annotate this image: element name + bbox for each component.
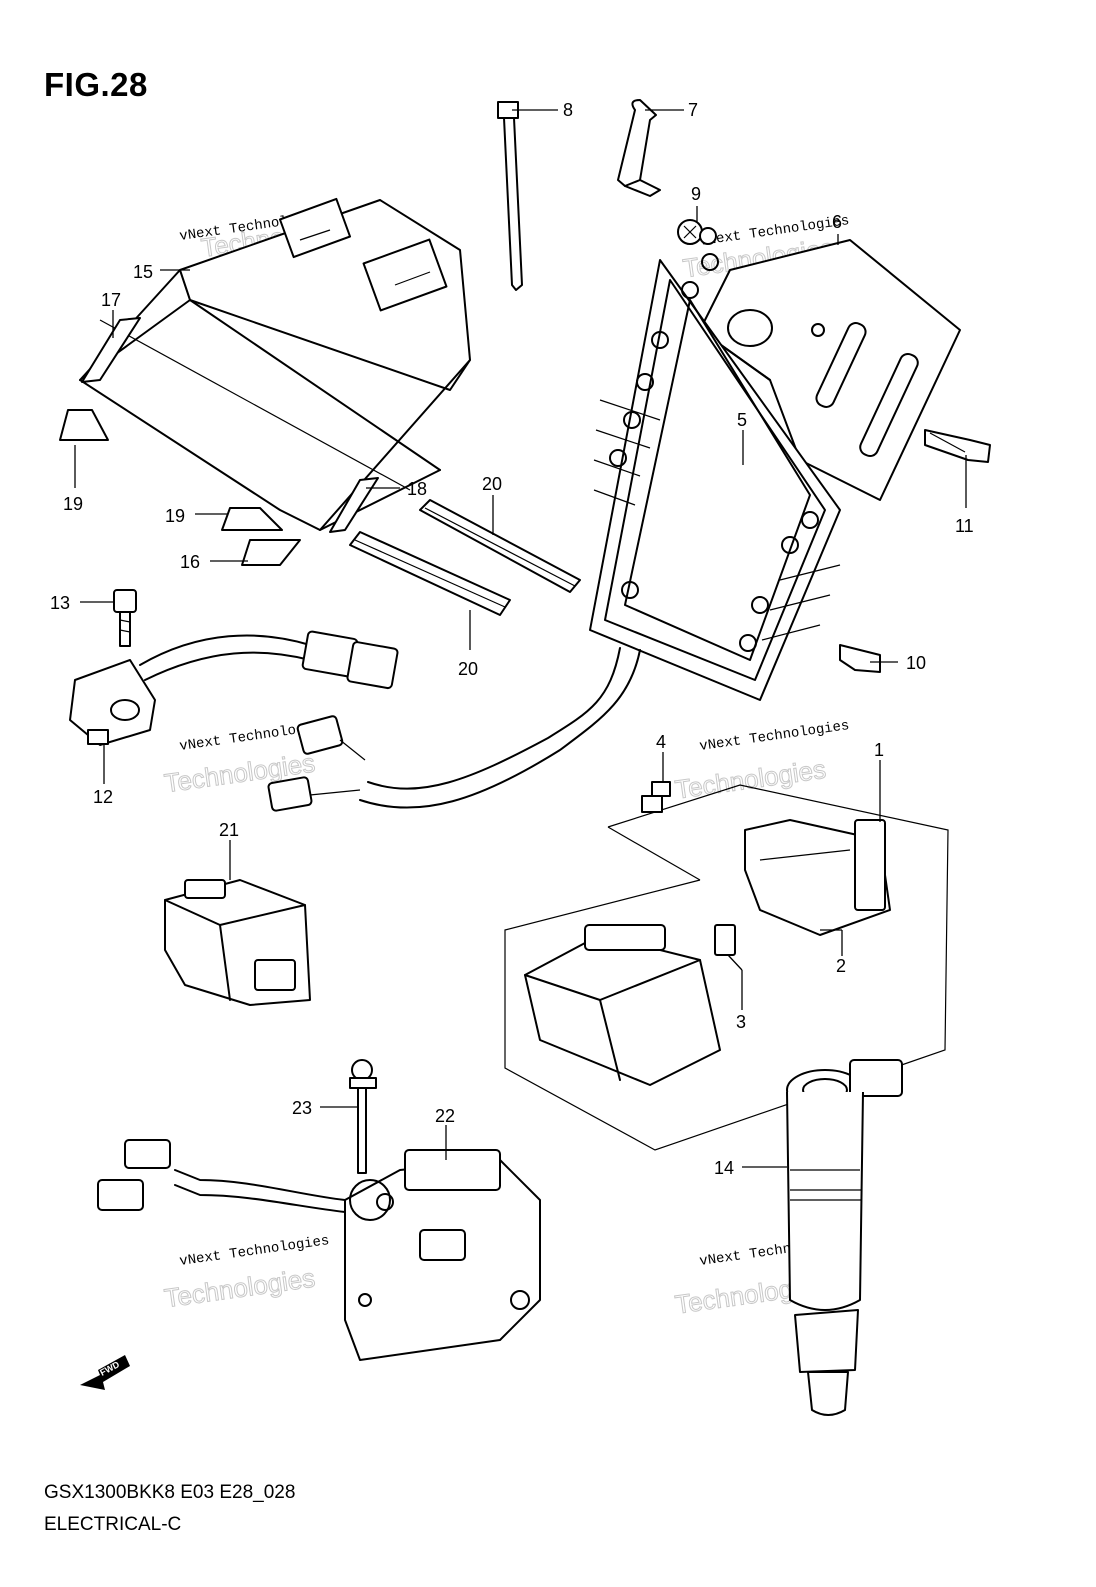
callout-5: 5 xyxy=(737,410,747,430)
callout-1: 1 xyxy=(874,740,884,760)
part-11-bolt xyxy=(924,429,991,463)
part-17-pad xyxy=(81,317,141,383)
callout-4: 4 xyxy=(656,732,666,752)
callout-8: 8 xyxy=(563,100,573,120)
callout-13: 13 xyxy=(50,593,70,613)
callout-22: 22 xyxy=(435,1106,455,1126)
part-21-relay xyxy=(164,879,311,1006)
model-code: GSX1300BKK8 E03 E28_028 xyxy=(44,1482,296,1503)
callout-21: 21 xyxy=(219,820,239,840)
callout-19b: 19 xyxy=(165,506,185,526)
section-title: ELECTRICAL-C xyxy=(44,1514,182,1535)
part-12-sensor xyxy=(69,630,399,746)
callout-23: 23 xyxy=(292,1098,312,1118)
part-23-bolt xyxy=(349,1059,377,1174)
part-9-screw xyxy=(677,219,717,245)
part-22-sensor xyxy=(97,1139,541,1361)
part-10-bolt xyxy=(839,644,881,673)
callout-2: 2 xyxy=(836,956,846,976)
callout-12: 12 xyxy=(93,787,113,807)
watermark-text: vNext Technologies xyxy=(698,718,850,755)
part-16-clip xyxy=(241,539,301,566)
part-19-pad xyxy=(59,409,109,441)
part-7-clamp xyxy=(617,99,661,197)
forward-direction-arrow: FWD xyxy=(80,1355,130,1390)
watermark-outline: Technologies xyxy=(162,1263,316,1314)
callout-18: 18 xyxy=(407,479,427,499)
callout-14: 14 xyxy=(714,1158,734,1178)
figure-title: FIG.28 xyxy=(44,66,148,103)
part-13-bolt xyxy=(113,589,137,647)
callout-16: 16 xyxy=(180,552,200,572)
watermark-outline: Technologies xyxy=(673,754,827,805)
part-5-harness xyxy=(267,647,641,812)
part-8-cable-tie xyxy=(497,101,523,291)
callout-7: 7 xyxy=(688,100,698,120)
part-4-screw xyxy=(641,781,671,813)
part-15-ecm xyxy=(79,197,471,531)
callout-19a: 19 xyxy=(63,494,83,514)
part-1-starter-relay-group xyxy=(504,784,949,1151)
callout-15: 15 xyxy=(133,262,153,282)
callout-10: 10 xyxy=(906,653,926,673)
part-20-tape xyxy=(349,499,581,616)
part-5-regulator xyxy=(589,253,841,701)
callout-17: 17 xyxy=(101,290,121,310)
callout-11: 11 xyxy=(955,516,974,536)
callout-6: 6 xyxy=(832,212,842,232)
callout-numbers: 8 7 9 6 15 17 19 18 19 16 20 20 5 11 13 … xyxy=(50,100,974,1178)
part-19-pad xyxy=(221,507,283,531)
part-18-pad xyxy=(329,477,379,533)
callout-20a: 20 xyxy=(482,474,502,494)
callout-3: 3 xyxy=(736,1012,746,1032)
callout-lines xyxy=(74,109,967,1168)
callout-20b: 20 xyxy=(458,659,478,679)
callout-9: 9 xyxy=(691,184,701,204)
part-14-ignition-coil xyxy=(786,1059,903,1416)
